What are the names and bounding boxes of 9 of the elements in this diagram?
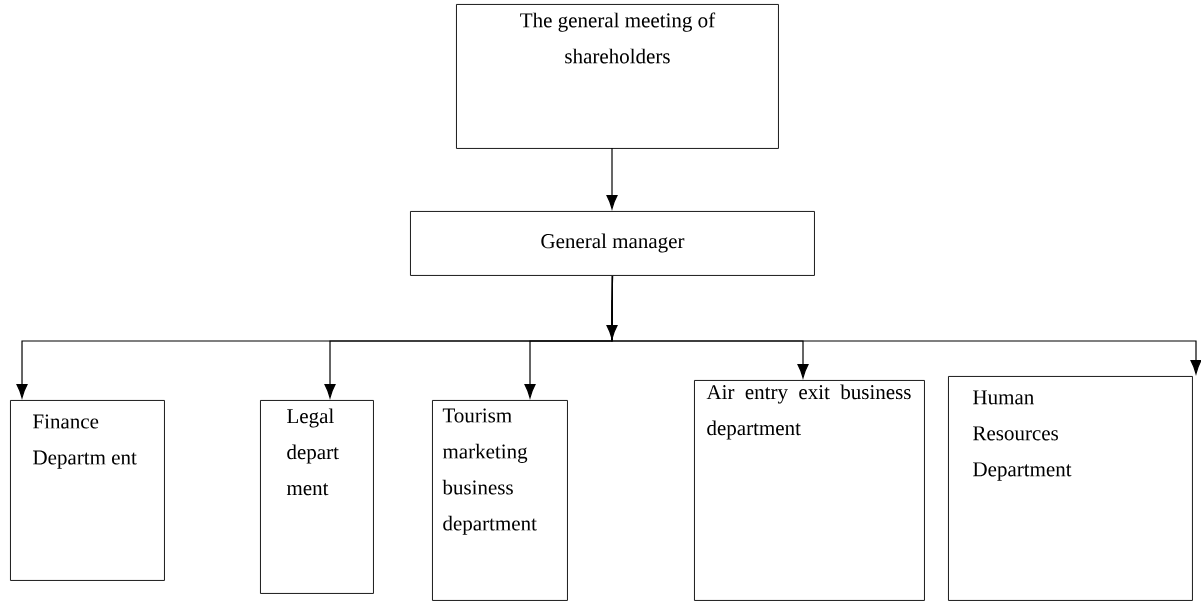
box: Air entry exit business department (694, 380, 925, 601)
box: Finance Departm ent (10, 400, 165, 581)
box: Tourism marketing business department (432, 400, 568, 601)
box: General manager (410, 211, 815, 276)
box: The general meeting of shareholders (456, 4, 779, 149)
box: Human Resources Department (948, 376, 1193, 601)
arrow (611, 275, 1201, 375)
arrow (606, 147, 618, 210)
box: Legal depart ment (260, 400, 374, 594)
